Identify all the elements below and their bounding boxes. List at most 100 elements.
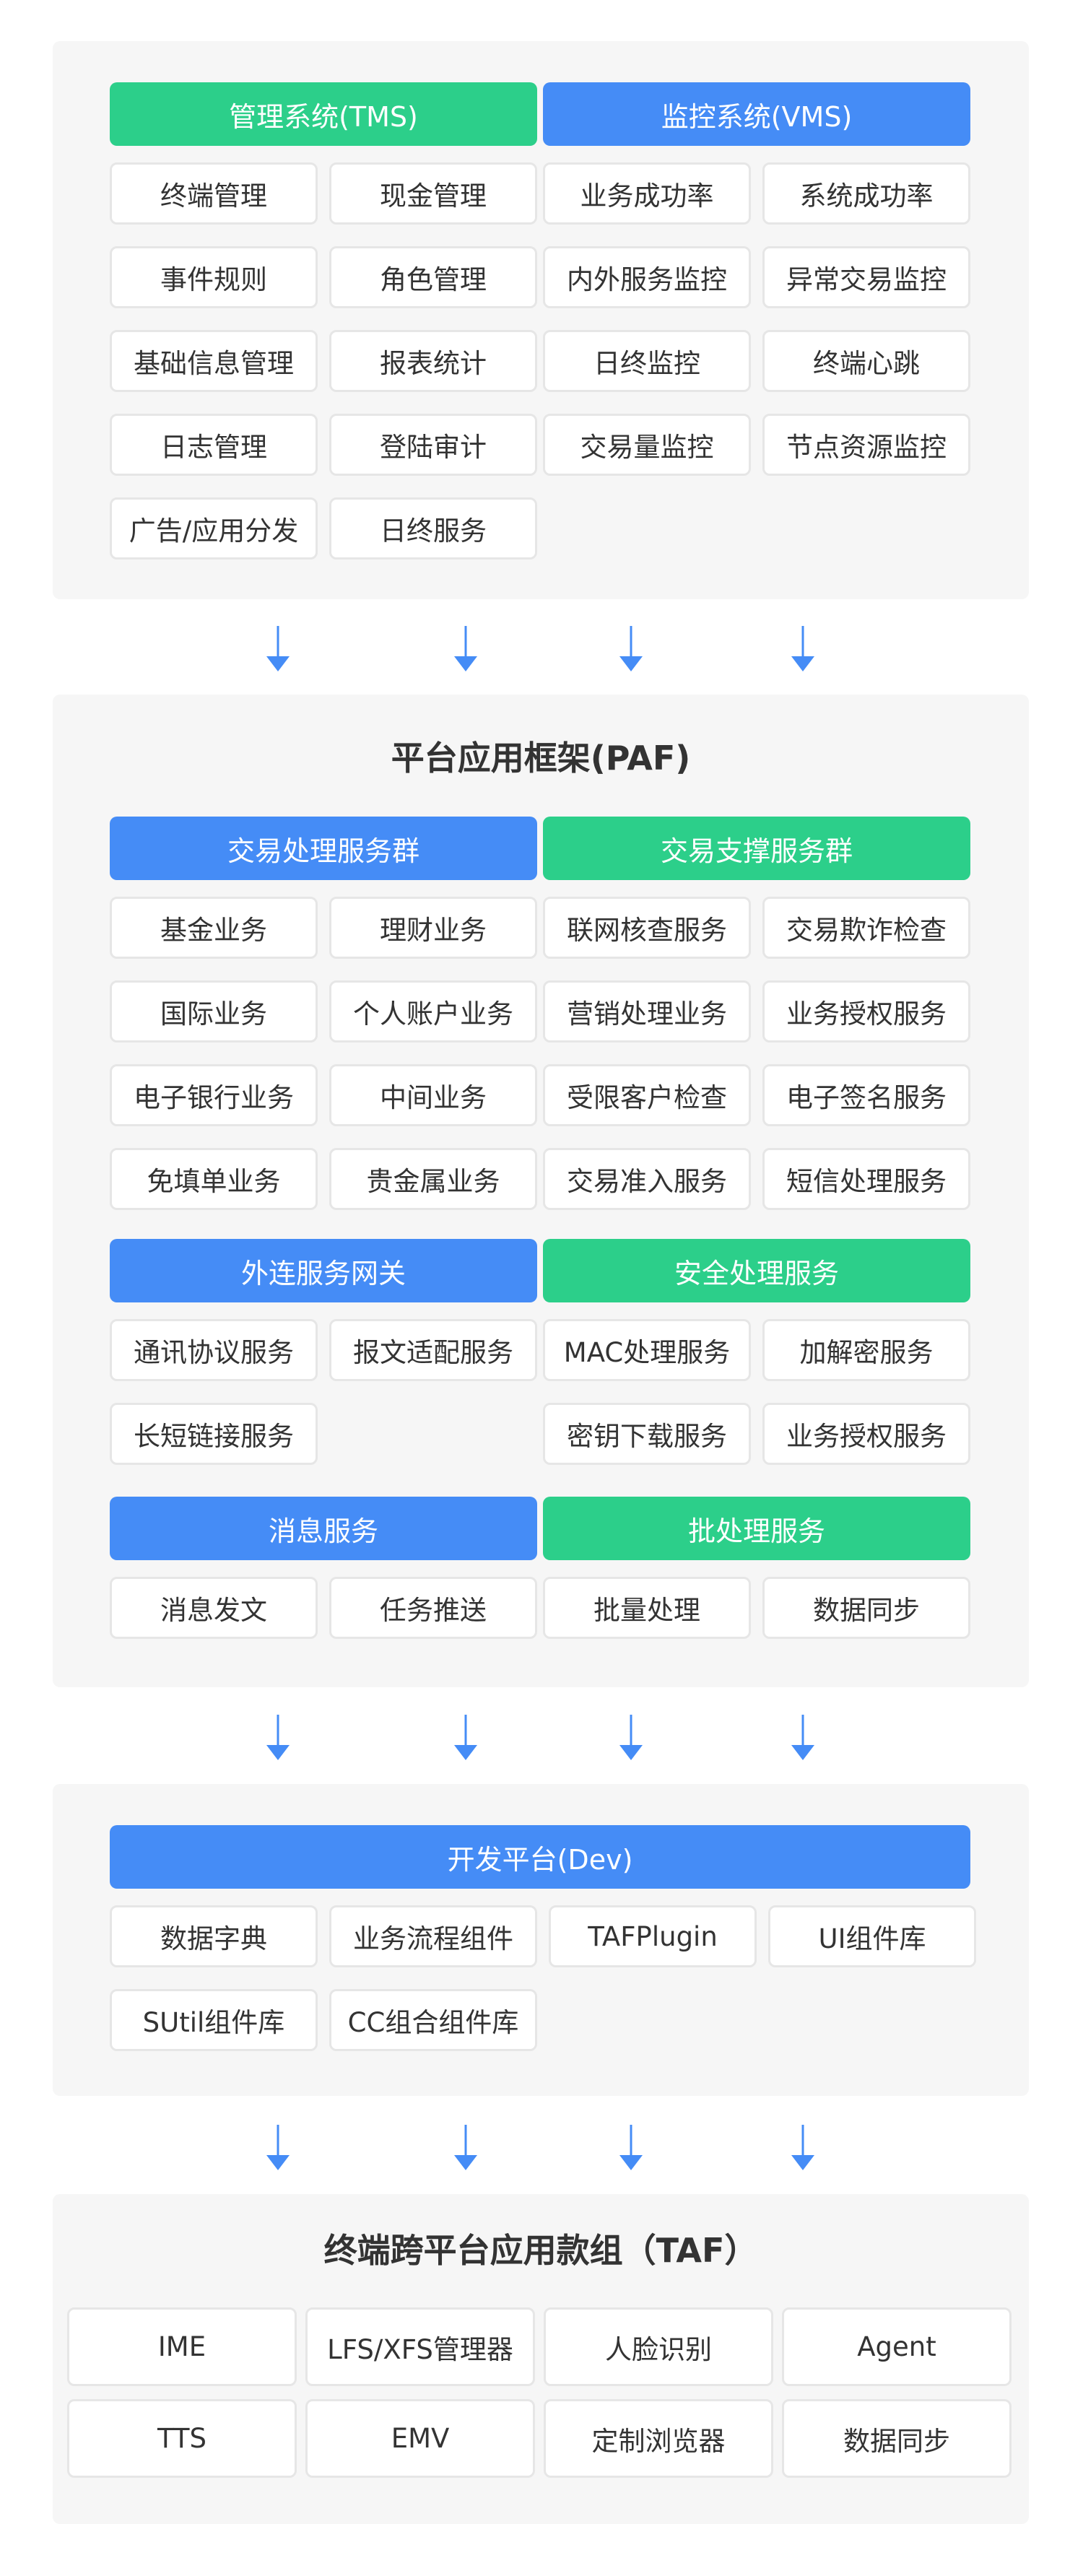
group-cells: 联网核查服务交易欺诈检查营销处理业务业务授权服务受限客户检查电子签名服务交易准入… [543,897,970,1210]
module-cell[interactable]: 电子银行业务 [110,1064,318,1126]
module-cell[interactable]: 报文适配服务 [329,1319,537,1381]
taf-module-cell[interactable]: TTS [67,2399,297,2478]
module-cell[interactable]: SUtil组件库 [110,1989,318,2051]
module-cell[interactable]: 事件规则 [110,246,318,308]
module-cell[interactable]: 业务成功率 [543,162,751,225]
paf-panel: 平台应用框架(PAF) 交易处理服务群基金业务理财业务国际业务个人账户业务电子银… [53,695,1029,1687]
taf-module-cell[interactable]: Agent [782,2307,1012,2386]
module-cell[interactable]: 日终服务 [329,497,537,560]
group-header[interactable]: 交易处理服务群 [110,817,537,880]
module-cell[interactable]: 批量处理 [543,1577,751,1639]
module-cell[interactable]: 数据同步 [762,1577,970,1639]
module-cell[interactable]: 数据字典 [110,1905,318,1967]
arrow-down-icon [619,626,643,671]
group-1-0: 交易处理服务群基金业务理财业务国际业务个人账户业务电子银行业务中间业务免填单业务… [110,817,537,1210]
arrow-down-icon [266,2125,290,2170]
group-1-5: 批处理服务批量处理数据同步 [543,1497,970,1639]
group-1-2: 外连服务网关通讯协议服务报文适配服务长短链接服务 [110,1239,537,1465]
group-header[interactable]: 安全处理服务 [543,1239,970,1302]
taf-module-cell[interactable]: 数据同步 [782,2399,1012,2478]
group-cells: 批量处理数据同步 [543,1577,970,1639]
group-header[interactable]: 外连服务网关 [110,1239,537,1302]
group-1-3: 安全处理服务 MAC处理服务加解密服务密钥下载服务业务授权服务 [543,1239,970,1465]
module-cell[interactable]: 通讯协议服务 [110,1319,318,1381]
module-cell[interactable]: 异常交易监控 [762,246,970,308]
taf-module-cell[interactable]: EMV [305,2399,535,2478]
group-cells: 通讯协议服务报文适配服务长短链接服务 [110,1319,537,1465]
module-cell[interactable]: 理财业务 [329,897,537,959]
taf-module-cell[interactable]: 定制浏览器 [544,2399,773,2478]
tms-vms-panel: 管理系统(TMS) 终端管理现金管理事件规则角色管理基础信息管理报表统计日志管理登… [53,41,1029,599]
module-cell[interactable]: 报表统计 [329,330,537,392]
arrow-down-icon [454,2125,477,2170]
module-cell[interactable]: 系统成功率 [762,162,970,225]
taf-module-cell[interactable]: 人脸识别 [544,2307,773,2386]
module-cell[interactable]: 节点资源监控 [762,414,970,476]
group-header[interactable]: 监控系统(VMS) [543,82,970,146]
group-header[interactable]: 批处理服务 [543,1497,970,1560]
module-cell[interactable]: 贵金属业务 [329,1148,537,1210]
module-cell[interactable]: 现金管理 [329,162,537,225]
group-header[interactable]: 交易支撑服务群 [543,817,970,880]
module-cell[interactable]: 内外服务监控 [543,246,751,308]
module-cell[interactable]: 国际业务 [110,980,318,1043]
module-cell[interactable]: 长短链接服务 [110,1403,318,1465]
module-cell[interactable]: UI组件库 [768,1905,976,1967]
arrows-row [0,2125,1083,2171]
module-cell[interactable]: 交易量监控 [543,414,751,476]
module-cell[interactable]: 中间业务 [329,1064,537,1126]
module-cell[interactable]: 任务推送 [329,1577,537,1639]
module-cell[interactable]: 个人账户业务 [329,980,537,1043]
taf-module-cell[interactable]: LFS/XFS管理器 [305,2307,535,2386]
module-cell[interactable]: 交易欺诈检查 [762,897,970,959]
taf-module-cell[interactable]: IME [67,2307,297,2386]
module-cell[interactable]: 业务授权服务 [762,980,970,1043]
module-cell[interactable]: 消息发文 [110,1577,318,1639]
module-cell[interactable]: 短信处理服务 [762,1148,970,1210]
module-cell[interactable]: 加解密服务 [762,1319,970,1381]
arrow-down-icon [619,2125,643,2170]
arrow-down-icon [791,2125,814,2170]
module-cell[interactable]: 终端管理 [110,162,318,225]
arrow-down-icon [791,1715,814,1760]
group-cells: 基金业务理财业务国际业务个人账户业务电子银行业务中间业务免填单业务贵金属业务 [110,897,537,1210]
arrow-down-icon [619,1715,643,1760]
module-cell[interactable]: 密钥下载服务 [543,1403,751,1465]
module-cell[interactable]: 基础信息管理 [110,330,318,392]
module-cell[interactable]: 交易准入服务 [543,1148,751,1210]
arrows-row [0,1715,1083,1761]
group-header[interactable]: 管理系统(TMS) [110,82,537,146]
arrow-down-icon [266,1715,290,1760]
module-cell[interactable]: 受限客户检查 [543,1064,751,1126]
arrow-down-icon [791,626,814,671]
module-cell[interactable]: 基金业务 [110,897,318,959]
module-cell[interactable]: 营销处理业务 [543,980,751,1043]
module-cell[interactable]: 业务授权服务 [762,1403,970,1465]
group-header[interactable]: 开发平台(Dev) [110,1825,970,1889]
module-cell[interactable]: 联网核查服务 [543,897,751,959]
module-cell[interactable]: 免填单业务 [110,1148,318,1210]
module-cell[interactable]: TAFPlugin [549,1905,757,1967]
paf-title: 平台应用框架(PAF) [391,739,691,778]
module-cell[interactable]: 业务流程组件 [329,1905,537,1967]
module-cell[interactable]: MAC处理服务 [543,1319,751,1381]
arrow-down-icon [454,626,477,671]
group-cells: 业务成功率系统成功率内外服务监控异常交易监控日终监控终端心跳交易量监控节点资源监… [543,162,970,476]
module-cell[interactable]: 登陆审计 [329,414,537,476]
group-cells: 终端管理现金管理事件规则角色管理基础信息管理报表统计日志管理登陆审计广告/应用分… [110,162,537,560]
module-cell[interactable]: 角色管理 [329,246,537,308]
module-cell[interactable]: 日志管理 [110,414,318,476]
module-cell[interactable]: CC组合组件库 [329,1989,537,2051]
module-cell[interactable]: 终端心跳 [762,330,970,392]
module-cell[interactable]: 日终监控 [543,330,751,392]
group-header[interactable]: 消息服务 [110,1497,537,1560]
module-cell[interactable]: 广告/应用分发 [110,497,318,560]
module-cell[interactable]: 电子签名服务 [762,1064,970,1126]
group-cells: 消息发文任务推送 [110,1577,537,1639]
group-cells: MAC处理服务加解密服务密钥下载服务业务授权服务 [543,1319,970,1465]
